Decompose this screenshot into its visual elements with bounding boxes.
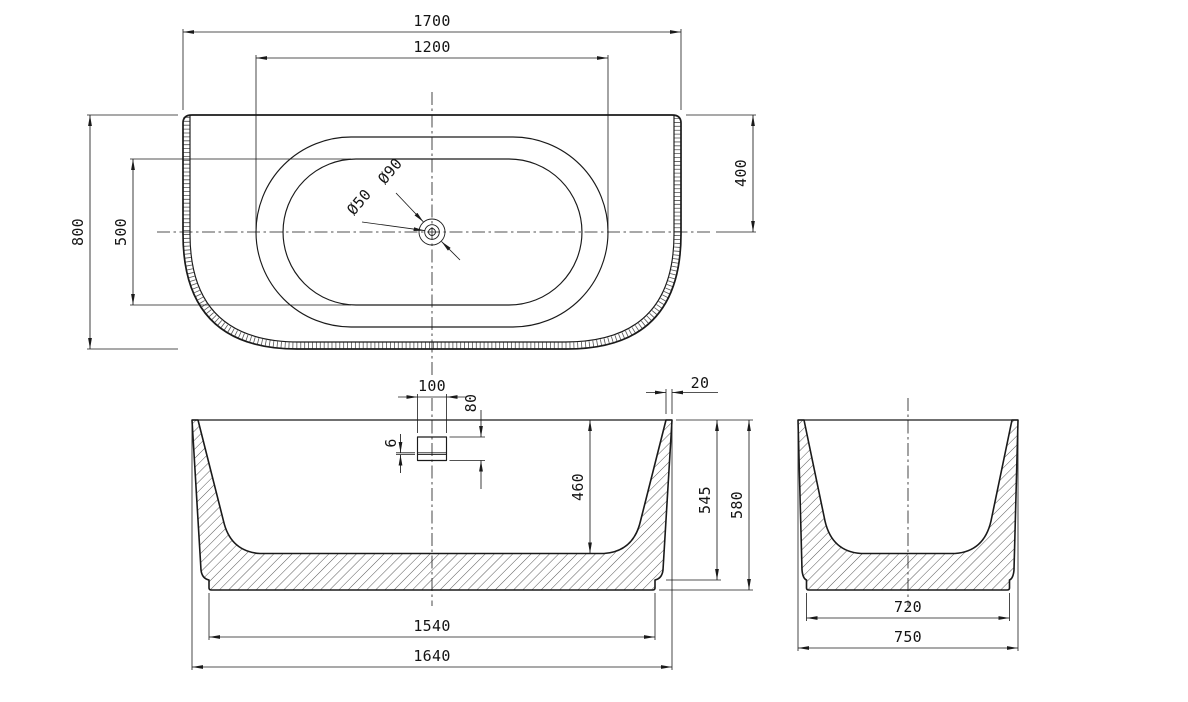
leader-line [361,221,425,232]
dim-plan-overall-length: 1700 [413,12,450,30]
plan-outer-outline [182,114,682,350]
dim-overall-height: 580 [728,491,746,519]
dim-side-base-width: 720 [894,598,922,616]
plan-inner-rim [255,136,609,328]
dim-body-height: 545 [696,486,714,514]
dim-base-length: 1540 [413,617,450,635]
dim-basin-depth: 460 [569,473,587,501]
dim-plan-basin-width: 500 [112,218,130,246]
leader-line [441,241,461,261]
dim-slot-height: 6 [382,438,400,447]
plan-view: 1700 1200 800 500 400 Ø90 Ø50 [69,12,756,377]
dim-front-overall-length: 1640 [413,647,450,665]
dim-plan-rim-length: 1200 [413,38,450,56]
front-section-view: 100 80 6 460 545 580 20 1 [191,374,753,670]
dim-plan-overall-width: 800 [69,218,87,246]
dim-overflow-height: 80 [462,394,480,413]
dim-waste-diameter: Ø50 [343,186,375,219]
plan-basin-outline [282,158,583,306]
dim-plan-drain-offset: 400 [732,159,750,187]
dim-overflow-width: 100 [418,377,446,395]
dim-side-overall-width: 750 [894,628,922,646]
leader-line [395,192,424,223]
dim-rim-thickness: 20 [691,374,710,392]
side-section-view: 720 750 [797,398,1019,651]
